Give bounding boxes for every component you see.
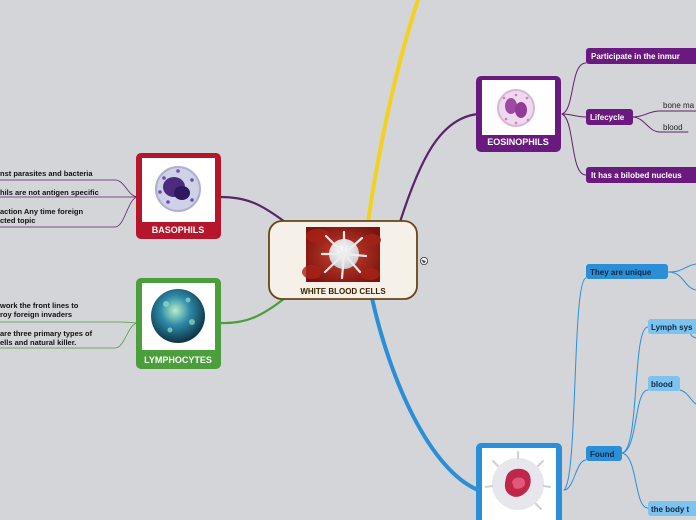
eos-participate-pill[interactable]: Participate in the inmur — [586, 48, 696, 64]
blue-body-text: the body t — [651, 505, 690, 514]
connector-blue-unique — [563, 277, 587, 491]
central-title: WHITE BLOOD CELLS — [300, 287, 386, 296]
blue-unique-pill[interactable]: They are unique — [586, 264, 668, 279]
lymph-note-2b[interactable]: ells and natural killer. — [0, 338, 76, 347]
connector-yellow — [366, 0, 420, 224]
basophils-node[interactable]: BASOPHILS — [136, 153, 221, 239]
blue-lymph-pill[interactable]: Lymph sys — [648, 319, 696, 334]
blue-blood-pill[interactable]: blood — [648, 376, 680, 391]
lymph-note-1a[interactable]: work the front lines to — [0, 301, 79, 310]
lymphocytes-node[interactable]: LYMPHOCYTES — [136, 278, 221, 369]
eos-lifecycle-text: Lifecycle — [590, 113, 625, 122]
connector-unique-out1 — [667, 263, 696, 273]
connector-lifecycle-bone — [631, 110, 696, 118]
connector-eosinophils — [398, 112, 480, 224]
blue-found-text: Found — [590, 450, 615, 459]
connector-lifecycle-blood — [631, 116, 689, 133]
central-node[interactable]: WHITE BLOOD CELLS — [268, 220, 418, 300]
connector-eos-lifecycle — [561, 113, 587, 118]
blue-cell-image — [485, 451, 551, 510]
connector-baso-n1 — [0, 179, 139, 198]
connector-lymph-n1 — [0, 321, 139, 324]
eos-participate-text: Participate in the inmur — [591, 52, 680, 61]
eos-blood-text[interactable]: blood — [663, 123, 683, 132]
connector-found-body — [621, 452, 649, 509]
connector-lymph-n2 — [0, 322, 139, 349]
connector-blue-found — [563, 459, 587, 491]
blue-body-pill[interactable]: the body t — [648, 501, 696, 516]
basophils-label: BASOPHILS — [152, 225, 205, 235]
connector-basophils — [218, 195, 287, 224]
connector-eos-participate — [561, 62, 587, 115]
baso-note-2[interactable]: hils are not antigen specific — [0, 188, 99, 197]
connectors — [0, 0, 696, 509]
connector-blue — [370, 296, 480, 492]
lymphocytes-label: LYMPHOCYTES — [144, 355, 212, 365]
connector-found-lymph — [621, 326, 649, 454]
baso-note-3b[interactable]: cted topic — [0, 216, 35, 225]
connector-unique-out2 — [667, 271, 696, 291]
baso-note-3a[interactable]: action Any time foreign — [0, 207, 83, 216]
connector-baso-n3 — [0, 196, 139, 228]
connector-eos-bilobed — [561, 113, 587, 176]
eos-bilobed-pill[interactable]: It has a bilobed nucleus — [586, 167, 696, 183]
blue-unique-text: They are unique — [590, 268, 652, 277]
blue-node[interactable] — [476, 443, 562, 520]
lymph-note-2a[interactable]: are three primary types of — [0, 329, 93, 338]
lymphocyte-image — [151, 289, 205, 343]
eosinophils-node[interactable]: EOSINOPHILS — [476, 76, 561, 152]
baso-note-1[interactable]: nst parasites and bacteria — [0, 169, 93, 178]
lymph-note-1b[interactable]: roy foreign invaders — [0, 310, 72, 319]
basophil-image — [155, 166, 201, 212]
eosinophils-label: EOSINOPHILS — [487, 137, 549, 147]
blue-blood-text: blood — [651, 380, 673, 389]
globe-icon[interactable] — [420, 257, 428, 265]
central-image — [302, 227, 381, 282]
eos-bone-text[interactable]: bone ma — [663, 101, 695, 110]
blue-found-pill[interactable]: Found — [586, 446, 622, 461]
connector-found-blood — [621, 389, 649, 454]
blue-lymph-text: Lymph sys — [651, 323, 693, 332]
connector-blood-out — [679, 389, 696, 405]
eos-lifecycle-pill[interactable]: Lifecycle — [586, 109, 633, 125]
eos-bilobed-text: It has a bilobed nucleus — [591, 171, 682, 180]
eosinophil-image — [497, 89, 535, 127]
connector-lymphocytes — [218, 296, 287, 325]
